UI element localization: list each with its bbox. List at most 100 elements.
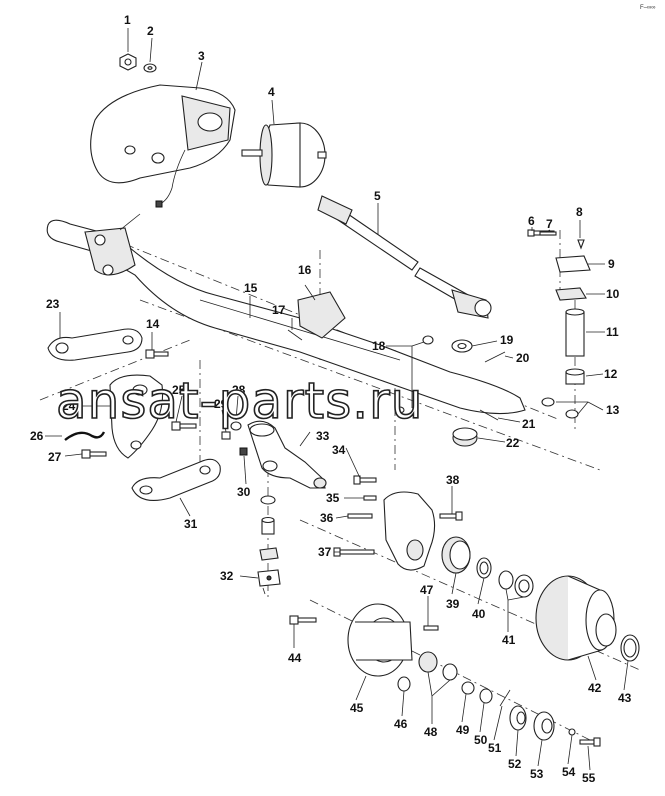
callout-42: 42	[588, 681, 602, 695]
seal-part	[541, 397, 579, 419]
axle-beam-part	[46, 213, 526, 415]
bolt-part-14	[145, 349, 169, 359]
pin-part	[539, 231, 557, 236]
wedge-pin-part	[484, 351, 506, 363]
callout-15: 15	[244, 281, 258, 295]
callout-16: 16	[298, 263, 312, 277]
dowel-pin-part	[287, 329, 303, 341]
bolt-part-38	[439, 511, 463, 521]
bushing-part	[565, 368, 585, 385]
callout-51: 51	[488, 741, 502, 755]
callout-8: 8	[576, 205, 583, 219]
callout-19: 19	[500, 333, 514, 347]
callout-14: 14	[146, 317, 160, 331]
grease-nipple-part	[577, 239, 585, 250]
spacer-ring-part	[476, 557, 492, 579]
inner-bearing-part	[397, 676, 411, 692]
wheel-hub-part	[347, 603, 413, 677]
callout-40: 40	[472, 607, 486, 621]
bolt-part-27	[81, 449, 107, 459]
shim-part	[259, 547, 279, 561]
cotter-part	[479, 409, 499, 421]
callout-52: 52	[508, 757, 522, 771]
nut-part	[119, 53, 137, 71]
castle-nut-part	[479, 688, 493, 704]
leader-lines	[45, 28, 629, 771]
callout-31: 31	[184, 517, 198, 531]
callout-25: 25	[172, 383, 186, 397]
hub-bolt-part	[423, 625, 439, 631]
cover-plate-part	[257, 569, 281, 595]
corner-mark: F–∞∞	[640, 5, 656, 11]
watermark-text: ansat-parts.ru	[56, 372, 423, 430]
nut-part-30	[239, 447, 248, 456]
brake-drum-part	[535, 575, 617, 661]
cover-washer-part	[568, 728, 576, 736]
washer-part	[143, 63, 157, 73]
nut-part-29	[221, 431, 231, 440]
pad-part	[555, 287, 587, 301]
lock-washer-part	[395, 335, 434, 414]
stop-plate-part	[297, 291, 346, 339]
knuckle-arm-part	[109, 374, 164, 459]
callout-34: 34	[332, 443, 346, 457]
kingpin-part	[565, 308, 585, 357]
anchor-plate-part	[383, 491, 436, 571]
cable-part	[64, 431, 106, 441]
thrust-washer-part	[451, 339, 473, 353]
callout-44: 44	[288, 651, 302, 665]
plug-part	[230, 421, 242, 431]
thrust-bearing-part	[452, 427, 478, 447]
callout-20: 20	[516, 351, 530, 365]
bolt-part-34	[353, 475, 377, 485]
callout-1: 1	[124, 13, 131, 27]
callout-18: 18	[372, 339, 386, 353]
callout-3: 3	[198, 49, 205, 63]
callout-17: 17	[272, 303, 286, 317]
callout-30: 30	[237, 485, 251, 499]
callout-55: 55	[582, 771, 596, 785]
callout-29: 29	[214, 397, 228, 411]
bearing-part	[498, 570, 534, 598]
hub-cap-part	[509, 705, 527, 731]
brake-chamber-part	[241, 122, 327, 188]
callout-21: 21	[522, 417, 536, 431]
callout-11: 11	[606, 325, 619, 339]
callout-27: 27	[48, 450, 62, 464]
dust-ring-part	[620, 634, 640, 662]
callout-37: 37	[318, 545, 332, 559]
callout-2: 2	[147, 24, 154, 38]
hub-cover-part	[533, 711, 555, 741]
steering-knuckle-part	[247, 420, 327, 489]
callout-24: 24	[62, 399, 76, 413]
callout-33: 33	[316, 429, 330, 443]
callout-5: 5	[374, 189, 381, 203]
callout-6: 6	[528, 214, 535, 228]
assembly-centerlines	[39, 229, 641, 741]
callout-12: 12	[604, 367, 618, 381]
plate-part	[555, 255, 591, 273]
steering-arm-part	[47, 328, 143, 361]
callout-45: 45	[350, 701, 364, 715]
callout-7: 7	[546, 217, 553, 231]
bolt-part-35	[363, 495, 377, 501]
callout-36: 36	[320, 511, 334, 525]
tie-rod-part	[317, 195, 492, 319]
callout-labels: 1 2 3 4 5 6 7 8 9 10 11 12 13 14 15 16 1…	[30, 13, 632, 785]
cover-bolt-part	[579, 737, 601, 747]
drag-link-arm-part	[131, 458, 221, 501]
callout-39: 39	[446, 597, 460, 611]
callout-10: 10	[606, 287, 620, 301]
callout-49: 49	[456, 723, 470, 737]
wheel-stud-part	[289, 615, 317, 625]
callout-47: 47	[420, 583, 434, 597]
knuckle-bush-part	[261, 516, 275, 535]
callout-48: 48	[424, 725, 438, 739]
callout-35: 35	[326, 491, 340, 505]
callout-53: 53	[530, 767, 544, 781]
bracket-part	[90, 84, 236, 208]
callout-54: 54	[562, 765, 576, 779]
hub-seal-part	[441, 536, 471, 574]
callout-41: 41	[502, 633, 516, 647]
callout-23: 23	[46, 297, 60, 311]
